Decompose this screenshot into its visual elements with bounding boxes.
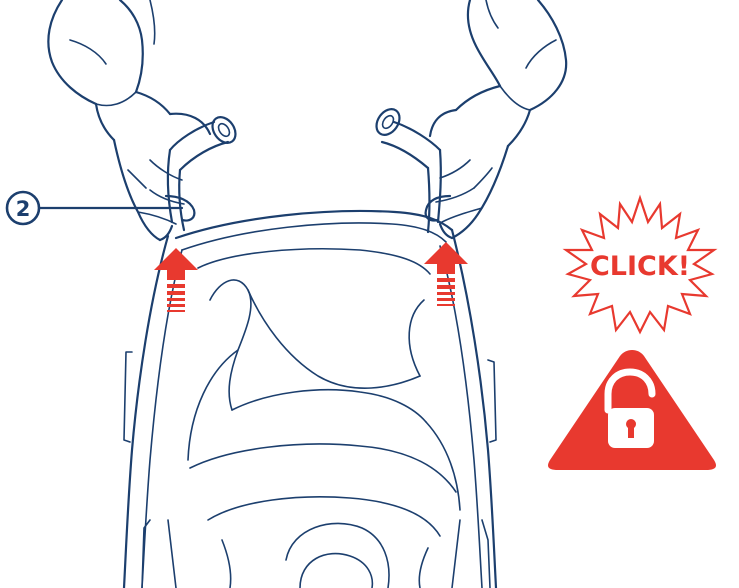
left-hand-icon [48, 0, 210, 240]
right-hand-icon [426, 0, 567, 238]
left-up-arrow-icon [154, 248, 198, 312]
stroller-seat [168, 249, 460, 588]
click-label: CLICK! [590, 251, 690, 282]
unlock-warning-icon [548, 350, 716, 470]
callout-number: 2 [16, 197, 31, 221]
left-handle [168, 113, 240, 230]
step-callout: 2 [7, 192, 182, 224]
click-burst-icon: CLICK! [566, 198, 714, 332]
